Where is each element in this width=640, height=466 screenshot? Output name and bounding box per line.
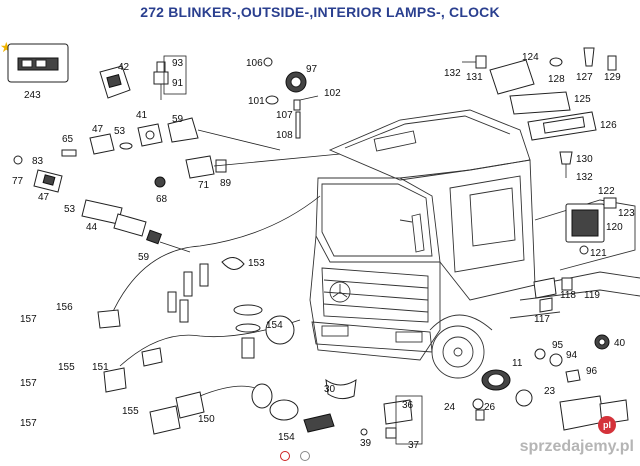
part-71-89-68-clearance-lamp[interactable] — [154, 153, 341, 188]
part-83-77-47-side-marker[interactable] — [13, 155, 63, 193]
callout-boxes — [163, 55, 423, 445]
callout-label: 101 — [248, 96, 265, 107]
part-155-150-connector[interactable] — [149, 385, 261, 435]
callout-label: 23 — [544, 386, 556, 397]
part-24-26-fog-lamp[interactable] — [472, 398, 485, 421]
callout-label: 91 — [172, 78, 184, 89]
part-128-127-129-clips[interactable] — [549, 47, 617, 71]
part-53-44-turn-lamp[interactable] — [81, 199, 191, 253]
callout-label: 24 — [444, 402, 456, 413]
part-130-132-connector[interactable] — [559, 151, 573, 178]
callout-label: 151 — [92, 362, 109, 373]
part-106-97-horn[interactable] — [263, 57, 319, 139]
marker-dot-active[interactable] — [280, 451, 290, 461]
callout-label: 156 — [56, 302, 73, 313]
callout-label: 125 — [574, 94, 591, 105]
callout-label: 89 — [220, 178, 232, 189]
part-rear-lamp-right[interactable] — [559, 395, 629, 431]
callout-label: 128 — [548, 74, 565, 85]
callout-label: 71 — [198, 180, 210, 191]
callout-label: 37 — [408, 440, 420, 451]
callout-label: 106 — [246, 58, 263, 69]
callout-label: 155 — [58, 362, 75, 373]
callout-label: 53 — [64, 204, 76, 215]
callout-label: 26 — [484, 402, 496, 413]
callout-label: 157 — [20, 418, 37, 429]
callout-label: 117 — [534, 314, 550, 325]
part-41-lamp[interactable] — [137, 123, 163, 147]
part-154-washers[interactable] — [233, 304, 295, 359]
callout-label: 53 — [114, 126, 126, 137]
part-11-23-95-94-96-headlamp-bits[interactable] — [481, 348, 581, 407]
part-93-91-bulb-socket[interactable] — [153, 61, 169, 100]
truck-cab — [309, 109, 640, 379]
callout-label: 42 — [118, 62, 130, 73]
callout-label: 122 — [598, 186, 615, 197]
callout-label: 68 — [156, 194, 168, 205]
callout-label: 150 — [198, 414, 215, 425]
callout-label: 40 — [614, 338, 626, 349]
callout-label: 44 — [86, 222, 98, 233]
callout-label: 157 — [20, 314, 37, 325]
callout-label: 121 — [590, 248, 607, 259]
callout-label: 157 — [20, 378, 37, 389]
callout-label: 132 — [444, 68, 461, 79]
callout-label: 97 — [306, 64, 318, 75]
part-243-clock-panel[interactable] — [7, 43, 69, 83]
callout-label: 118 — [560, 290, 576, 301]
callout-label: 47 — [92, 124, 104, 135]
callout-label: 47 — [38, 192, 50, 203]
part-40-grommet[interactable] — [594, 334, 610, 350]
callout-label: 11 — [512, 358, 523, 369]
callout-label: 93 — [172, 58, 184, 69]
callout-label: 65 — [62, 134, 74, 145]
callout-label: 127 — [576, 72, 593, 83]
callout-label: 126 — [600, 120, 617, 131]
callout-label: 36 — [402, 400, 414, 411]
callout-label: 107 — [276, 110, 293, 121]
callout-label: 129 — [604, 72, 621, 83]
part-118-119-117-side-lamp[interactable] — [533, 277, 573, 313]
callout-label: 30 — [324, 384, 336, 395]
part-153-bulb-set[interactable] — [167, 257, 245, 323]
callout-label: 96 — [586, 366, 598, 377]
callout-label: 41 — [136, 110, 148, 121]
callout-label: 120 — [606, 222, 623, 233]
callout-labels: 243 42 93 91 41 47 53 65 59 83 77 47 53 … — [12, 52, 635, 451]
callout-label: 77 — [12, 176, 24, 187]
callout-label: 102 — [324, 88, 341, 99]
callout-label: 39 — [360, 438, 372, 449]
diagram-title: 272 BLINKER-,OUTSIDE-,INTERIOR LAMPS-, C… — [140, 4, 500, 20]
part-42-lamp[interactable] — [99, 65, 131, 99]
watermark: sprzedajemy.pl — [519, 438, 634, 455]
callout-label: 130 — [576, 154, 593, 165]
site-badge: pl — [598, 416, 616, 434]
callout-label: 243 — [24, 90, 41, 101]
part-125-126-interior-lamp[interactable] — [509, 91, 597, 141]
callout-label: 153 — [248, 258, 265, 269]
callout-label: 155 — [122, 406, 139, 417]
callout-label: 119 — [584, 290, 600, 301]
part-59-bracket[interactable] — [167, 117, 281, 151]
callout-label: 59 — [138, 252, 150, 263]
callout-label: 154 — [266, 320, 283, 331]
callout-label: 124 — [522, 52, 539, 63]
page-markers — [280, 448, 316, 466]
callout-label: 59 — [172, 114, 184, 125]
callout-label: 154 — [278, 432, 295, 443]
callout-label: 132 — [576, 172, 593, 183]
marker-dot[interactable] — [300, 451, 311, 461]
part-120-122-123-121-work-lamp[interactable] — [565, 197, 617, 255]
callout-label: 131 — [466, 72, 483, 83]
callout-label: 123 — [618, 208, 635, 219]
callout-label: 83 — [32, 156, 44, 167]
part-65-53-47-marker-lamp[interactable] — [61, 133, 133, 157]
callout-label: 108 — [276, 130, 293, 141]
part-36-39-37-connector[interactable] — [360, 399, 413, 439]
part-124-131-132-roof-lamp[interactable] — [462, 55, 535, 95]
callout-label: 94 — [566, 350, 578, 361]
part-154-30-lampholder[interactable] — [251, 378, 357, 433]
callout-label: 95 — [552, 340, 564, 351]
